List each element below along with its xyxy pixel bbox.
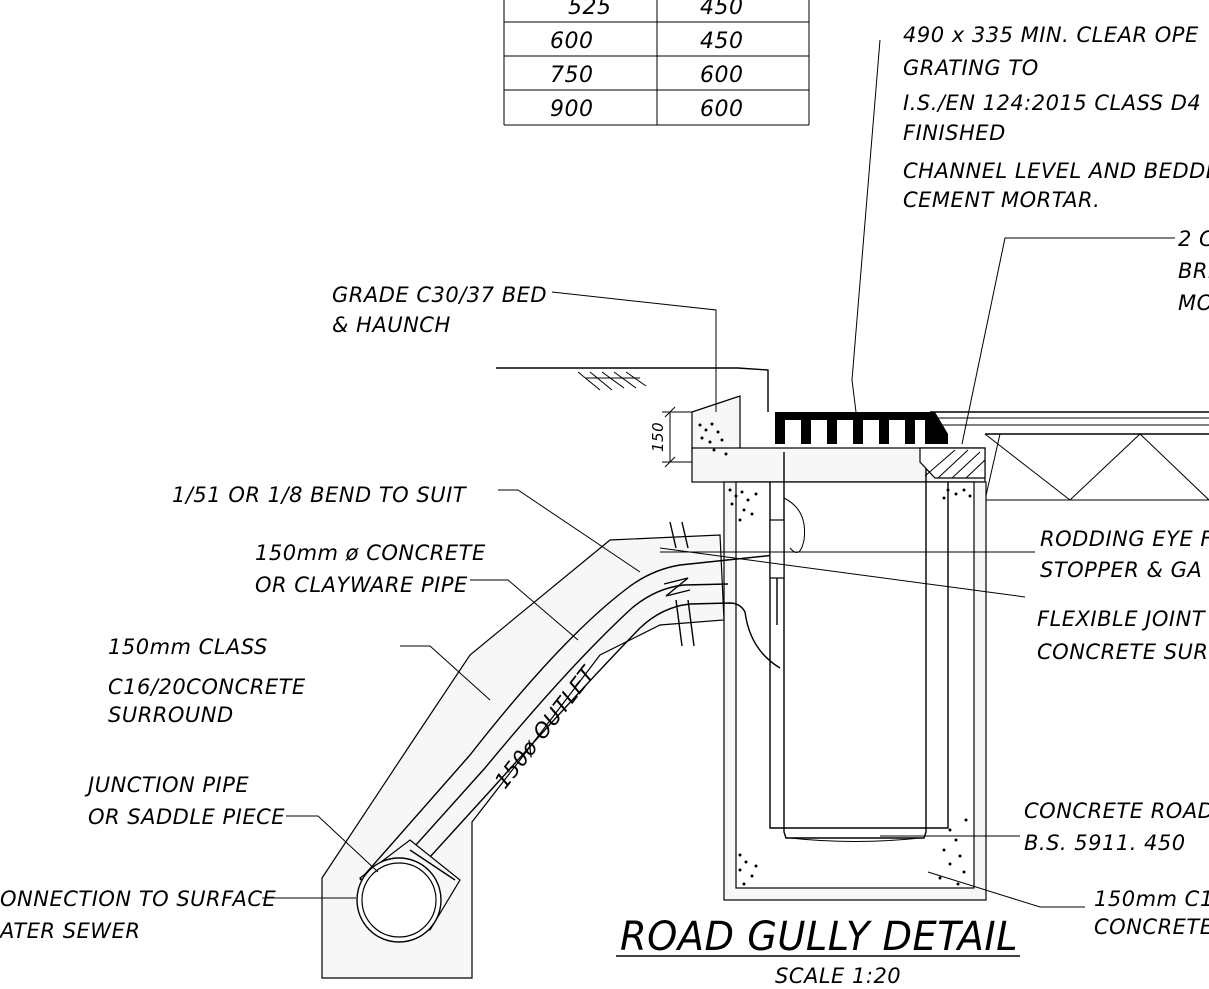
class-note-line: C16/20CONCRETE bbox=[108, 675, 306, 699]
dimension-table: 525 450 600 450 750 600 900 600 bbox=[503, 0, 810, 126]
table-cell: 750 bbox=[550, 63, 594, 88]
junction-note-line: OR SADDLE PIECE bbox=[88, 805, 285, 829]
grating-note-line: FINISHED bbox=[903, 121, 1006, 145]
road-pavement bbox=[930, 411, 1209, 501]
table-cell: 900 bbox=[550, 97, 594, 122]
grade-note-line: & HAUNCH bbox=[332, 313, 451, 337]
grating-frame bbox=[775, 412, 986, 479]
table-cell: 600 bbox=[700, 63, 744, 88]
grating-note-line: I.S./EN 124:2015 CLASS D4 bbox=[903, 91, 1201, 115]
brick-note-line: MO bbox=[1178, 291, 1209, 315]
leader-lines bbox=[262, 39, 1175, 908]
junction-note-line: JUNCTION PIPE bbox=[84, 773, 249, 797]
table-cell: 600 bbox=[550, 29, 594, 54]
road-gully-note-line: CONCRETE ROAD bbox=[1024, 799, 1209, 823]
annotations: 490 x 335 MIN. CLEAR OPE GRATING TO I.S.… bbox=[0, 23, 1209, 943]
gully-pot bbox=[723, 452, 987, 901]
grating-note-line: 490 x 335 MIN. CLEAR OPE bbox=[903, 23, 1199, 47]
ground-surface bbox=[496, 367, 769, 412]
class-note-line: SURROUND bbox=[108, 703, 234, 727]
flexible-joint-note-line: FLEXIBLE JOINT bbox=[1037, 607, 1207, 631]
scale-text: SCALE 1:20 bbox=[775, 964, 901, 988]
grating-note-line: GRATING TO bbox=[903, 56, 1039, 80]
table-cell: 600 bbox=[700, 97, 744, 122]
surround-note-line: CONCRETE bbox=[1094, 915, 1209, 939]
rodding-note-line: STOPPER & GA bbox=[1040, 558, 1202, 582]
pipe-note-line: 150mm ø CONCRETE bbox=[255, 541, 486, 565]
pipe-note-line: OR CLAYWARE PIPE bbox=[255, 573, 468, 597]
grating-note-line: CEMENT MORTAR. bbox=[903, 188, 1100, 212]
grating-note-line: CHANNEL LEVEL AND BEDDE bbox=[903, 159, 1209, 183]
bend-note: 1/51 OR 1/8 BEND TO SUIT bbox=[172, 483, 468, 507]
flexible-joint-note-line: CONCRETE SURF bbox=[1037, 640, 1209, 664]
rodding-note-line: RODDING EYE F bbox=[1040, 527, 1209, 551]
surround-note-line: 150mm C1 bbox=[1094, 887, 1209, 911]
table-cell: 525 bbox=[568, 0, 612, 20]
title-text: ROAD GULLY DETAIL bbox=[620, 914, 1018, 960]
table-cell: 450 bbox=[700, 0, 744, 20]
sewer-pipe bbox=[356, 839, 461, 943]
aggregate-hatch bbox=[698, 422, 972, 886]
class-note-line: 150mm CLASS bbox=[108, 635, 268, 659]
road-gully-note-line: B.S. 5911. 450 bbox=[1024, 831, 1186, 855]
drawing-title: ROAD GULLY DETAIL SCALE 1:20 bbox=[616, 914, 1020, 988]
connection-note-line: ONNECTION TO SURFACE bbox=[0, 887, 277, 911]
connection-note-line: ATER SEWER bbox=[0, 919, 140, 943]
dimension-label: 150 bbox=[649, 422, 667, 452]
brick-note-line: BRI bbox=[1178, 259, 1209, 283]
brick-note-line: 2 C bbox=[1178, 227, 1209, 251]
dimension-150: 150 bbox=[649, 406, 692, 468]
grade-note-line: GRADE C30/37 BED bbox=[332, 283, 547, 307]
table-cell: 450 bbox=[700, 29, 744, 54]
